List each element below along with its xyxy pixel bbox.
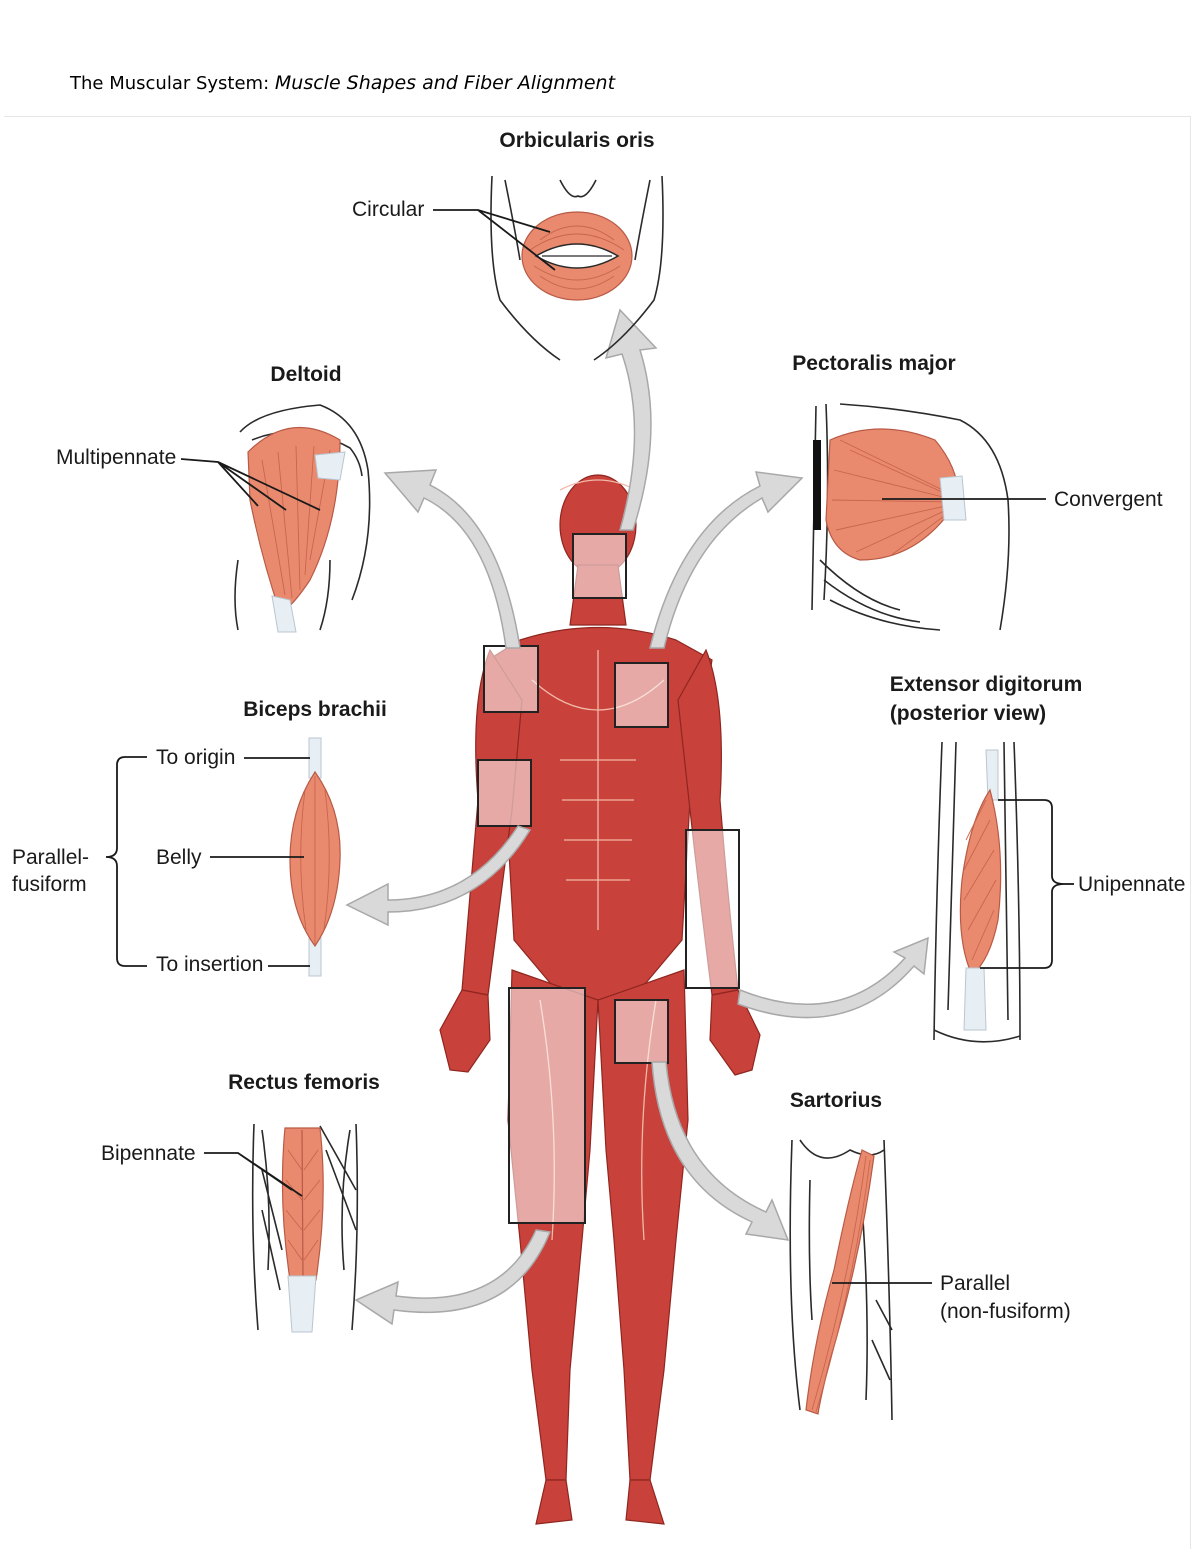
- connector-arrows: [345, 308, 929, 1326]
- orbicularis-oris-label: Circular: [352, 198, 424, 221]
- deltoid-label: Multipennate: [56, 446, 176, 469]
- pectoralis-major-panel: Pectoralis major Convergent: [792, 352, 1163, 631]
- sartorius-label-line1: Parallel: [940, 1272, 1010, 1295]
- page-title-prefix: The Muscular System:: [70, 73, 275, 94]
- sartorius-illustration: [789, 1139, 893, 1421]
- box-thigh: [508, 987, 586, 1224]
- page-title: The Muscular System: Muscle Shapes and F…: [70, 72, 615, 94]
- deltoid-illustration: [234, 404, 371, 633]
- box-chest: [614, 662, 669, 728]
- arrow-to-orbicularis: [604, 308, 658, 531]
- deltoid-title: Deltoid: [270, 363, 341, 386]
- figure-frame: [4, 116, 1191, 1549]
- biceps-label-belly: Belly: [156, 846, 202, 869]
- extensor-digitorum-title-line2: (posterior view): [890, 702, 1046, 725]
- extensor-digitorum-label: Unipennate: [1078, 873, 1185, 896]
- rectus-femoris-title: Rectus femoris: [228, 1071, 380, 1094]
- deltoid-leader: [180, 458, 321, 511]
- biceps-label-insertion: To insertion: [156, 953, 263, 976]
- sartorius-label-line2: (non-fusiform): [940, 1300, 1071, 1323]
- biceps-label-origin: To origin: [156, 746, 235, 769]
- biceps-brachii-illustration: [289, 737, 341, 977]
- rectus-femoris-leader: [204, 1152, 303, 1197]
- pectoralis-major-label: Convergent: [1054, 488, 1163, 511]
- box-face: [572, 533, 627, 599]
- arrow-to-pectoralis: [649, 471, 804, 649]
- arrow-to-extensor: [737, 936, 929, 1019]
- biceps-brachii-title: Biceps brachii: [243, 698, 387, 721]
- biceps-brachii-panel: Biceps brachii To origin Belly To insert…: [12, 698, 387, 977]
- pectoralis-major-illustration: [811, 403, 1010, 631]
- arrow-to-biceps: [345, 825, 532, 927]
- orbicularis-oris-title: Orbicularis oris: [499, 129, 654, 152]
- page-title-emphasis: Muscle Shapes and Fiber Alignment: [274, 72, 616, 94]
- pectoralis-major-title: Pectoralis major: [792, 352, 955, 375]
- extensor-digitorum-title-line1: Extensor digitorum: [890, 673, 1083, 696]
- sartorius-title: Sartorius: [790, 1089, 882, 1112]
- extensor-digitorum-illustration: [933, 741, 1021, 1043]
- parallel-fusiform-label-line2: fusiform: [12, 873, 87, 896]
- box-forearm: [685, 829, 740, 989]
- sartorius-panel: Sartorius Parallel (non-fusiform): [789, 1089, 1071, 1421]
- box-upper-arm: [477, 759, 532, 827]
- parallel-fusiform-label-line1: Parallel-: [12, 846, 89, 869]
- region-highlight-boxes: [477, 533, 740, 1224]
- central-body-figure: [439, 474, 761, 1525]
- arrow-to-deltoid: [383, 469, 521, 649]
- parallel-fusiform-bracket: [105, 756, 147, 967]
- rectus-femoris-illustration: [251, 1123, 359, 1333]
- box-shoulder: [483, 645, 539, 713]
- rectus-femoris-panel: Rectus femoris Bipennate: [101, 1071, 380, 1333]
- arrow-to-sartorius: [651, 1061, 790, 1241]
- rectus-femoris-label: Bipennate: [101, 1142, 196, 1165]
- deltoid-panel: Deltoid Multipennate: [56, 363, 371, 633]
- extensor-digitorum-panel: Extensor digitorum (posterior view) Unip…: [890, 673, 1185, 1043]
- arrow-to-rectus-femoris: [354, 1229, 552, 1326]
- orbicularis-oris-leader: [433, 209, 556, 271]
- orbicularis-oris-panel: Orbicularis oris Circular: [352, 129, 664, 361]
- box-inner-thigh: [614, 999, 669, 1064]
- orbicularis-oris-illustration: [490, 175, 664, 361]
